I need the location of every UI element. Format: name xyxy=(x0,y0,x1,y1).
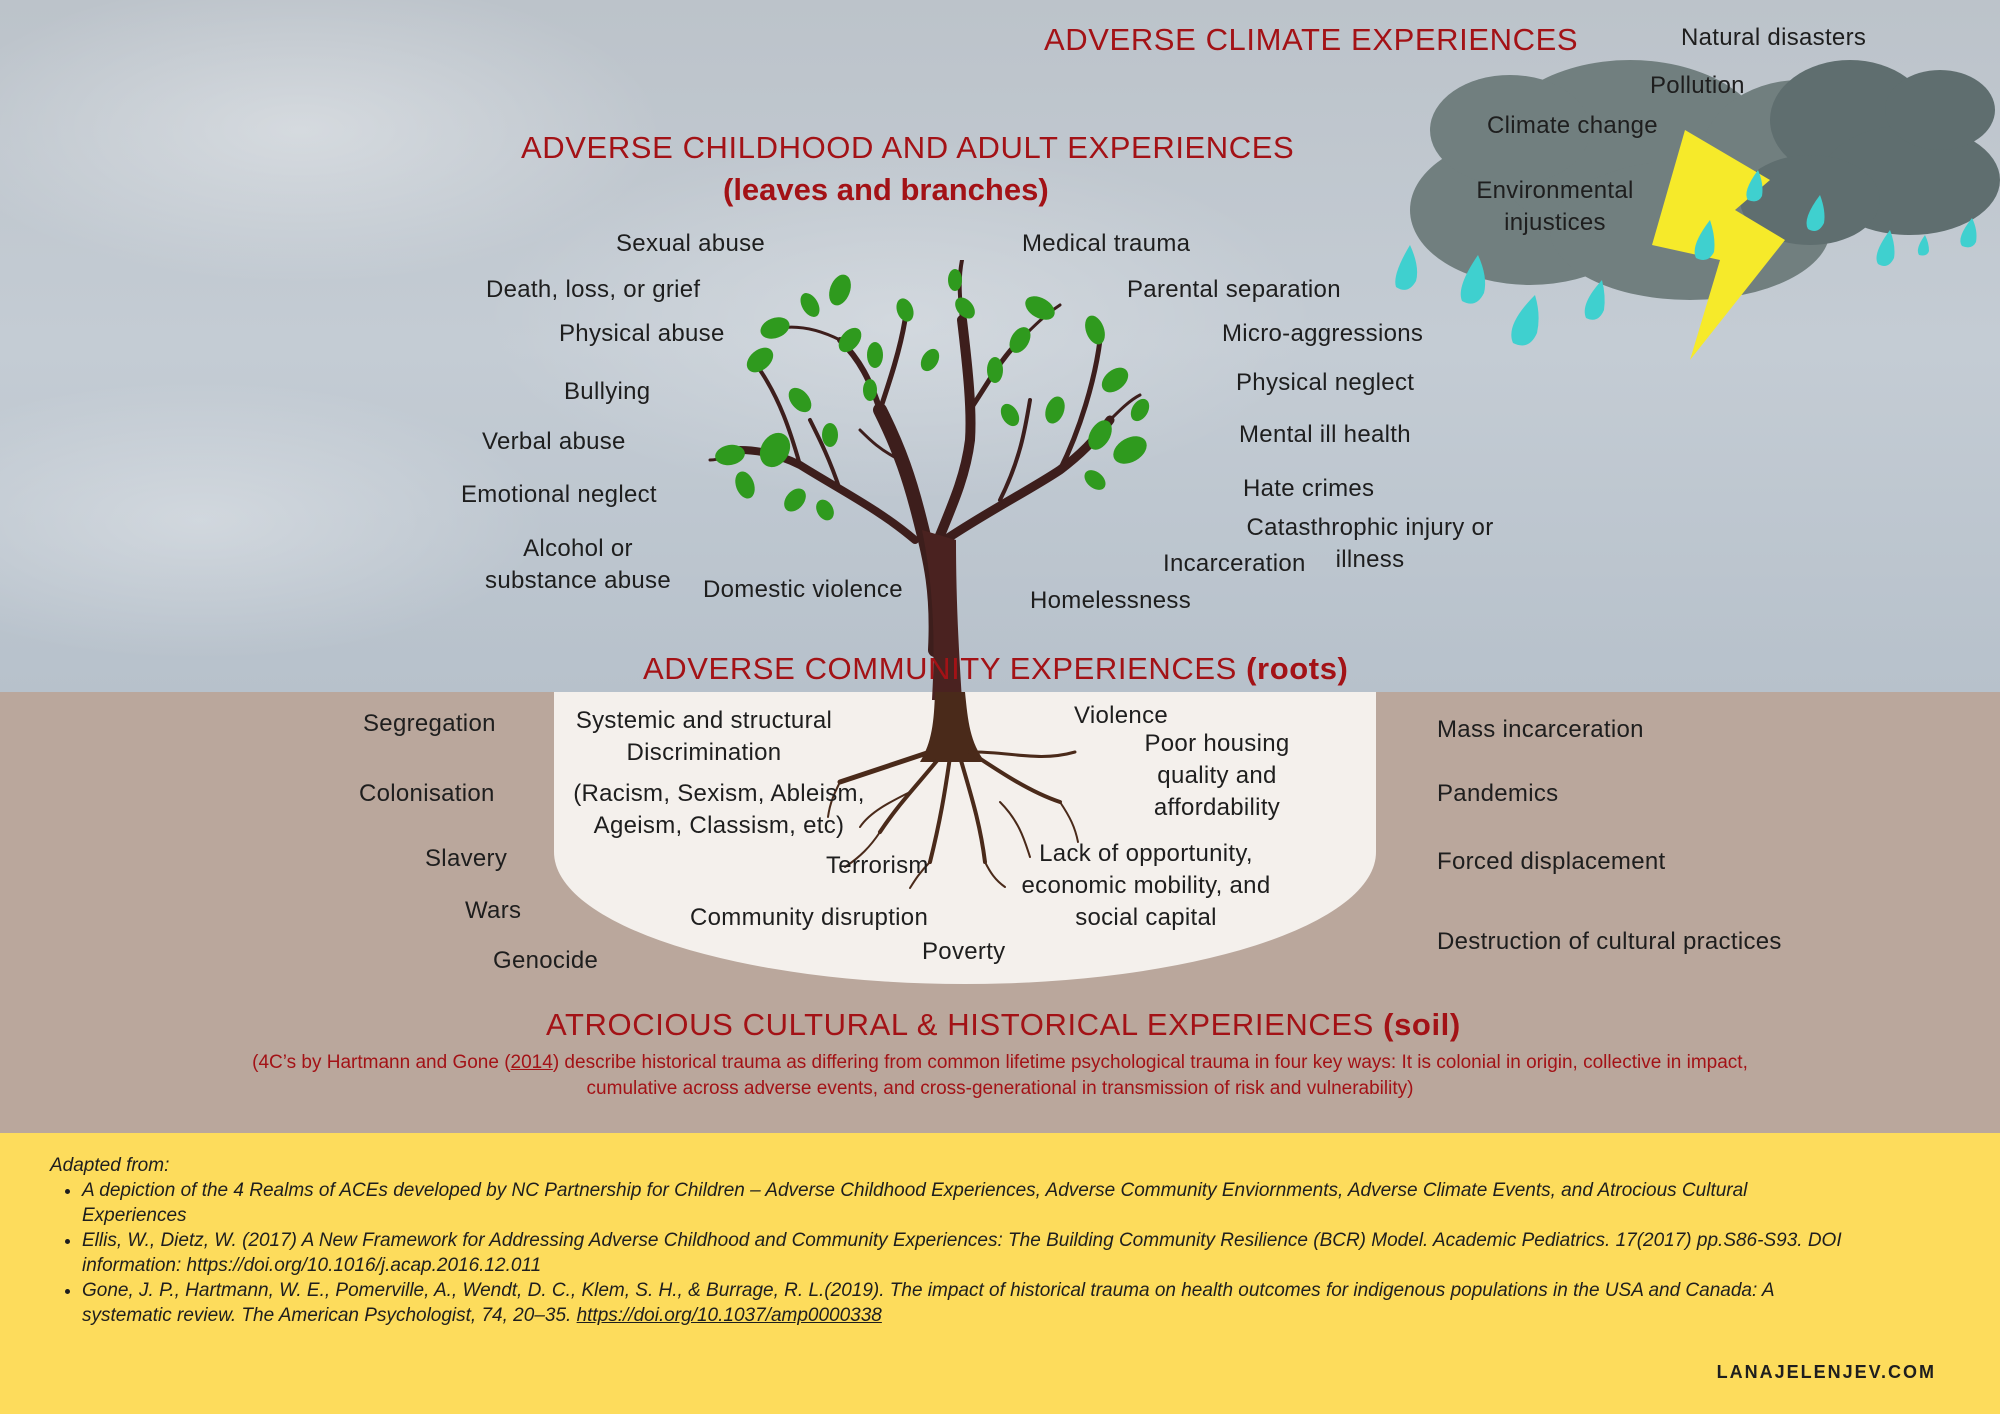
references-list: A depiction of the 4 Realms of ACEs deve… xyxy=(50,1178,1850,1328)
climate-item-climate-change: Climate change xyxy=(1487,112,1658,139)
item-verbal-abuse: Verbal abuse xyxy=(482,428,626,455)
roots-icon xyxy=(827,692,1079,889)
climate-item-natural-disasters: Natural disasters xyxy=(1681,24,1867,51)
item-medical-trauma: Medical trauma xyxy=(1022,230,1191,257)
references: Adapted from: A depiction of the 4 Realm… xyxy=(50,1153,1850,1328)
community-item-isms: (Racism, Sexism, Ableism, Ageism, Classi… xyxy=(573,780,865,839)
historical-item-wars: Wars xyxy=(465,897,522,924)
item-hate-crimes: Hate crimes xyxy=(1243,475,1375,502)
item-parental-separation: Parental separation xyxy=(1127,276,1341,303)
historical-item-segregation: Segregation xyxy=(363,710,496,737)
community-item-community-disruption: Community disruption xyxy=(690,904,929,931)
historical-item-genocide: Genocide xyxy=(493,947,599,974)
community-item-systemic-discrimination: Systemic and structural Discrimination xyxy=(575,707,833,766)
historical-item-pandemics: Pandemics xyxy=(1437,780,1559,807)
item-mental-ill-health: Mental ill health xyxy=(1239,421,1411,448)
item-sexual-abuse: Sexual abuse xyxy=(616,230,766,257)
item-homelessness: Homelessness xyxy=(1030,587,1191,614)
item-death-loss-grief: Death, loss, or grief xyxy=(486,276,701,303)
historical-heading-bold: (soil) xyxy=(1383,1007,1461,1042)
historical-item-forced-displacement: Forced displacement xyxy=(1437,848,1666,875)
footer-background xyxy=(0,1133,2000,1414)
community-item-lack-of-opportunity: Lack of opportunity, economic mobility, … xyxy=(1021,840,1271,931)
historical-heading: ATROCIOUS CULTURAL & HISTORICAL EXPERIEN… xyxy=(546,1007,1461,1042)
community-heading-bold: (roots) xyxy=(1246,651,1349,686)
item-physical-neglect: Physical neglect xyxy=(1236,369,1415,396)
reference-item: A depiction of the 4 Realms of ACEs deve… xyxy=(82,1178,1850,1228)
item-domestic-violence: Domestic violence xyxy=(703,576,903,603)
item-emotional-neglect: Emotional neglect xyxy=(461,481,657,508)
community-item-terrorism: Terrorism xyxy=(826,852,929,879)
item-micro-aggressions: Micro-aggressions xyxy=(1222,320,1424,347)
climate-item-pollution: Pollution xyxy=(1650,72,1745,99)
community-heading: ADVERSE COMMUNITY EXPERIENCES (roots) xyxy=(643,651,1349,686)
item-catastrophic-injury-illness: Catasthrophic injury or illness xyxy=(1246,514,1494,573)
item-alcohol-substance-abuse: Alcohol or substance abuse xyxy=(485,535,671,594)
community-item-violence: Violence xyxy=(1074,702,1169,729)
tree-icon xyxy=(708,260,1150,700)
item-incarceration: Incarceration xyxy=(1163,550,1306,577)
historical-item-destruction-cultural-practices: Destruction of cultural practices xyxy=(1437,928,1782,955)
historical-trauma-note: (4C’s by Hartmann and Gone (2014) descri… xyxy=(252,1052,1748,1099)
climate-heading: ADVERSE CLIMATE EXPERIENCES xyxy=(1044,22,1579,57)
references-title: Adapted from: xyxy=(50,1155,170,1176)
brand-website: LANAJELENJEV.COM xyxy=(1716,1362,1936,1382)
community-item-poverty: Poverty xyxy=(922,938,1006,965)
item-bullying: Bullying xyxy=(564,378,651,405)
community-item-poor-housing: Poor housing quality and affordability xyxy=(1144,730,1290,821)
reference-item: Gone, J. P., Hartmann, W. E., Pomerville… xyxy=(82,1278,1850,1328)
childhood-heading: ADVERSE CHILDHOOD AND ADULT EXPERIENCES xyxy=(521,130,1295,165)
childhood-subheading: (leaves and branches) xyxy=(723,172,1049,207)
note-citation-link[interactable]: 2014 xyxy=(510,1052,553,1073)
doi-link[interactable]: https://doi.org/10.1037/amp0000338 xyxy=(576,1305,882,1326)
storm-cloud-icon xyxy=(1395,60,2000,360)
item-physical-abuse: Physical abuse xyxy=(559,320,725,347)
historical-item-colonisation: Colonisation xyxy=(359,780,495,807)
reference-item: Ellis, W., Dietz, W. (2017) A New Framew… xyxy=(82,1228,1850,1278)
climate-item-environmental-injustices: Environmental injustices xyxy=(1476,177,1634,236)
historical-item-mass-incarceration: Mass incarceration xyxy=(1437,716,1644,743)
historical-item-slavery: Slavery xyxy=(425,845,508,872)
